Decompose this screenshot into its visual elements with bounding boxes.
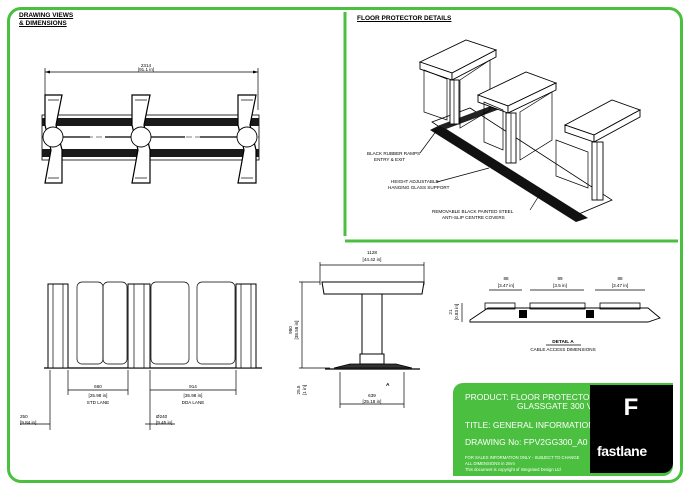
- plan-cabinet-right: [236, 94, 258, 184]
- front-pitch-mm: Ø240: [156, 414, 168, 419]
- detail-dim2-mm: 89: [557, 276, 563, 281]
- callout-support-2: HANGING GLASS SUPPORT: [388, 185, 450, 190]
- isometric-view: BLACK RUBBER RAMPS ENTRY & EXIT HEIGHT A…: [367, 39, 642, 222]
- detail-a-view: 88 [3.47 in] 89 [3.5 in] 88 [3.47 in] 21…: [448, 276, 661, 352]
- copyright-note: This document is copyright of Integrated…: [465, 467, 561, 472]
- fastlane-logo: F fastlane: [590, 385, 673, 473]
- floor-protector-header: FLOOR PROTECTOR DETAILS: [357, 15, 452, 22]
- logo-brand: fastlane: [597, 443, 647, 459]
- detail-dim1-mm: 88: [503, 276, 509, 281]
- plan-cabinet-left: [42, 94, 64, 184]
- side-view: 1128 [44.42 in] 980 [38.58 in] 25.5 [1 i…: [288, 250, 425, 408]
- detail-height-in: [0.83 in]: [454, 304, 459, 320]
- front-dda-label: DDA LANE: [182, 400, 205, 405]
- detail-a-subtitle: CABLE ACCESS DIMENSIONS: [530, 347, 595, 352]
- sales-note: FOR SALES INFORMATION ONLY - SUBJECT TO …: [465, 455, 580, 460]
- front-left-mm: 250: [20, 414, 28, 419]
- side-base-in: [1 in]: [302, 385, 307, 395]
- front-pitch-in: [9.45 in]: [156, 420, 172, 425]
- front-std-in: [25.98 in]: [89, 393, 108, 398]
- side-top-mm: 1128: [367, 250, 377, 255]
- detail-dim3-mm: 88: [617, 276, 623, 281]
- callout-ramps-2: ENTRY & EXIT: [374, 157, 405, 162]
- front-std-mm: 660: [94, 384, 102, 389]
- side-base-mm: 25.5: [296, 385, 301, 394]
- detail-dim1-in: [3.47 in]: [498, 283, 514, 288]
- side-top-in: [44.42 in]: [363, 257, 382, 262]
- product-line: PRODUCT: FLOOR PROTECTOR V2: [465, 392, 609, 402]
- product-line-2: GLASSGATE 300 V2: [517, 401, 598, 411]
- detail-height-mm: 21: [448, 309, 453, 315]
- side-bottom-mm: 639: [368, 393, 376, 398]
- front-dda-in: [35.98 in]: [184, 393, 203, 398]
- callout-covers-1: REMOVABLE BLACK PAINTED STEEL: [432, 209, 514, 214]
- callout-ramps-1: BLACK RUBBER RAMPS: [367, 151, 420, 156]
- dimensions-header: & DIMENSIONS: [19, 20, 67, 27]
- detail-dim3-in: [3.47 in]: [612, 283, 628, 288]
- dimensions-note: ALL DIMENSIONS in 2mm: [465, 461, 515, 466]
- drawing-number: DRAWING No: FPV2GG300_A0: [465, 437, 588, 447]
- front-dda-mm: 914: [189, 384, 197, 389]
- side-height-mm: 980: [288, 326, 293, 334]
- plan-overall-in: [91.1 in]: [138, 67, 154, 72]
- side-height-in: [38.58 in]: [294, 321, 299, 340]
- plan-view: 2314 [91.1 in]: [41, 63, 260, 184]
- front-std-label: STD LANE: [87, 400, 109, 405]
- plan-cabinet-middle: [130, 94, 152, 184]
- side-bottom-in: [25.18 in]: [363, 399, 382, 404]
- callout-support-1: HEIGHT ADJUSTABLE: [391, 179, 439, 184]
- plan-overall-mm: 2314: [141, 63, 152, 68]
- logo-mark: F: [623, 394, 639, 421]
- front-left-in: [9.84 in]: [20, 420, 36, 425]
- front-view: 660 [25.98 in] STD LANE 914 [35.98 in] D…: [20, 281, 262, 430]
- side-section-label: A: [386, 382, 390, 388]
- title-line: TITLE: GENERAL INFORMATION: [465, 420, 595, 430]
- callout-covers-2: ANTI-SLIP CENTRE COVERS: [442, 215, 505, 220]
- detail-dim2-in: [3.5 in]: [553, 283, 567, 288]
- drawing-views-header: DRAWING VIEWS: [19, 12, 74, 19]
- sheet-frame: [7, 7, 683, 483]
- detail-a-title: DETAIL A: [552, 339, 574, 345]
